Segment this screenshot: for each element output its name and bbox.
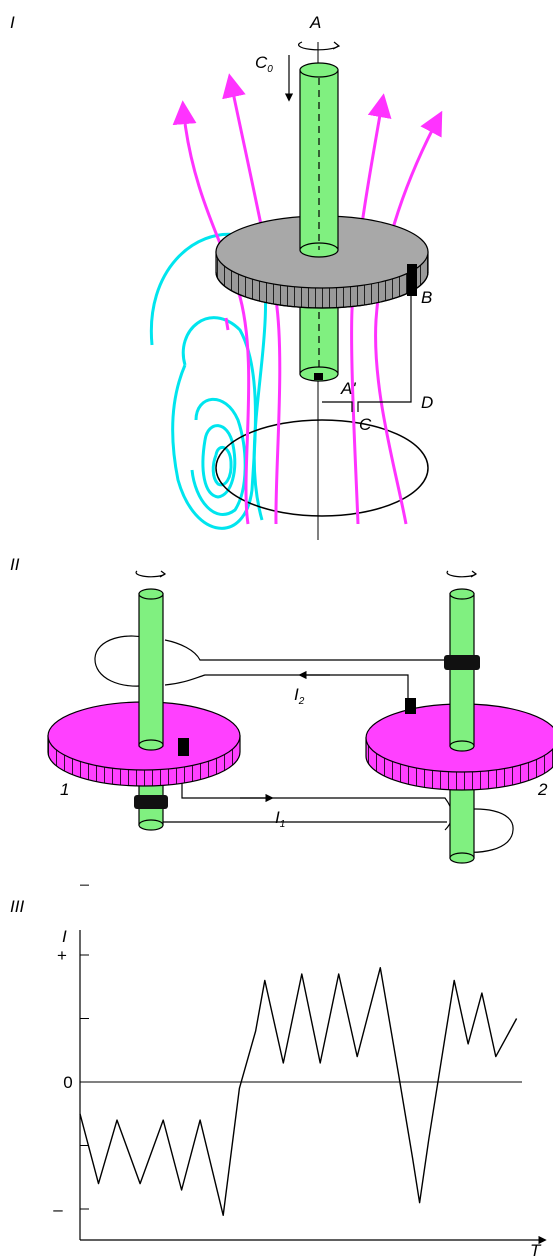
label-c: C	[359, 415, 372, 434]
current-chart: +0 – I T	[53, 884, 547, 1259]
panel-i-label: I	[10, 13, 15, 32]
panel-iii: III +0 – I T	[10, 884, 547, 1259]
brush-1-rim	[178, 738, 189, 756]
wire-b-d	[357, 296, 412, 412]
brush-1-lower	[134, 795, 168, 809]
label-i1: I1	[275, 808, 285, 830]
shaft-lower	[299, 299, 339, 382]
panel-ii-label: II	[10, 555, 20, 574]
wire-a-c	[322, 401, 353, 412]
label-disk-2: 2	[537, 780, 548, 799]
label-d: D	[421, 393, 433, 412]
y-axis-label: I	[62, 927, 67, 946]
brush-2-rim	[405, 698, 416, 714]
brush-2-upper	[444, 655, 480, 670]
label-i2: I2	[294, 685, 305, 707]
wire-i2	[164, 674, 409, 700]
loop-left	[94, 635, 156, 687]
eddy-current-loops	[149, 232, 268, 530]
label-c0: C0	[255, 53, 273, 75]
label-a: A	[309, 13, 321, 32]
wire-top	[164, 639, 447, 661]
y-tick-label-plus: +	[57, 946, 67, 965]
rotation-arrow-2-icon	[446, 570, 478, 578]
panel-i: I	[10, 13, 443, 540]
shaft-upper	[299, 62, 339, 258]
rotation-arrow-icon	[298, 41, 341, 51]
rotation-arrow-1-icon	[135, 570, 167, 578]
y-tick-label-zero: 0	[63, 1073, 72, 1092]
circuit-loop	[215, 419, 429, 517]
label-b: B	[421, 288, 432, 307]
panel-iii-label: III	[10, 897, 24, 916]
y-tick-label-minus: –	[53, 1200, 63, 1219]
magenta-disk-2	[365, 698, 553, 791]
x-axis-label: T	[530, 1241, 542, 1259]
brush-b	[407, 264, 417, 296]
shaft-1-upper	[138, 588, 164, 751]
loop-right	[449, 808, 514, 853]
series-line	[79, 967, 518, 1216]
panel-ii: II	[10, 555, 553, 864]
shaft-2-upper	[444, 588, 480, 752]
label-a-prime: A'	[340, 379, 356, 398]
label-disk-1: 1	[60, 780, 69, 799]
